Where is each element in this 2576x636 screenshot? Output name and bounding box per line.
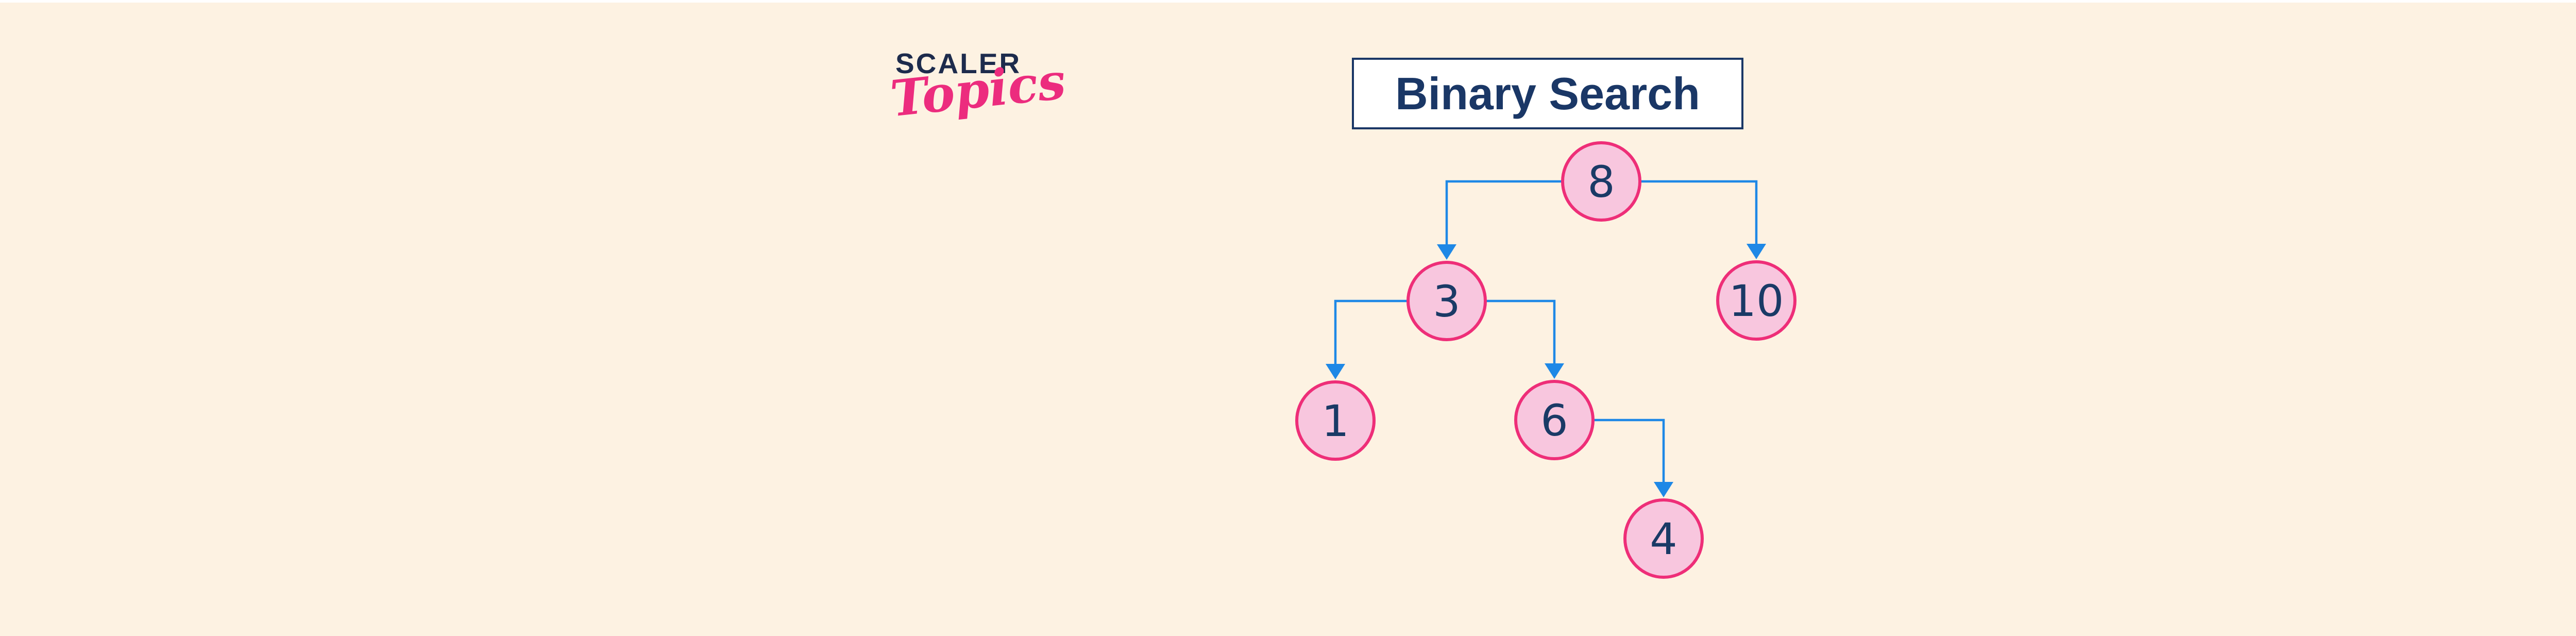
tree-node-circle-10 xyxy=(1716,260,1797,341)
top-border-strip xyxy=(0,0,2576,3)
tree-node-circle-6 xyxy=(1514,380,1595,460)
arrowhead-icon xyxy=(1437,244,1456,260)
tree-node-value-6: 6 xyxy=(1540,395,1568,446)
arrowhead-icon xyxy=(1326,364,1345,379)
tree-node-circle-8 xyxy=(1561,141,1641,222)
tree-node-circle-1 xyxy=(1295,380,1376,461)
title-box: Binary Search xyxy=(1352,58,1743,129)
tree-node-value-10: 10 xyxy=(1729,276,1784,326)
tree-node-value-8: 8 xyxy=(1587,157,1615,207)
page-title: Binary Search xyxy=(1395,68,1700,119)
tree-node-value-4: 4 xyxy=(1650,514,1677,564)
tree-node-circle-4 xyxy=(1623,498,1704,579)
arrowhead-icon xyxy=(1545,363,1564,379)
tree-node-circle-3 xyxy=(1406,261,1487,341)
scaler-topics-logo: SCALER Topics xyxy=(888,47,1068,128)
arrowhead-icon xyxy=(1747,244,1766,259)
tree-edge-8-10 xyxy=(1601,180,1758,245)
arrowhead-icon xyxy=(1654,482,1673,497)
logo-scaler-text: SCALER xyxy=(895,47,1022,79)
tree-node-value-3: 3 xyxy=(1433,276,1460,327)
tree-node-value-1: 1 xyxy=(1321,396,1349,446)
tree-edge-8-3 xyxy=(1445,180,1601,245)
